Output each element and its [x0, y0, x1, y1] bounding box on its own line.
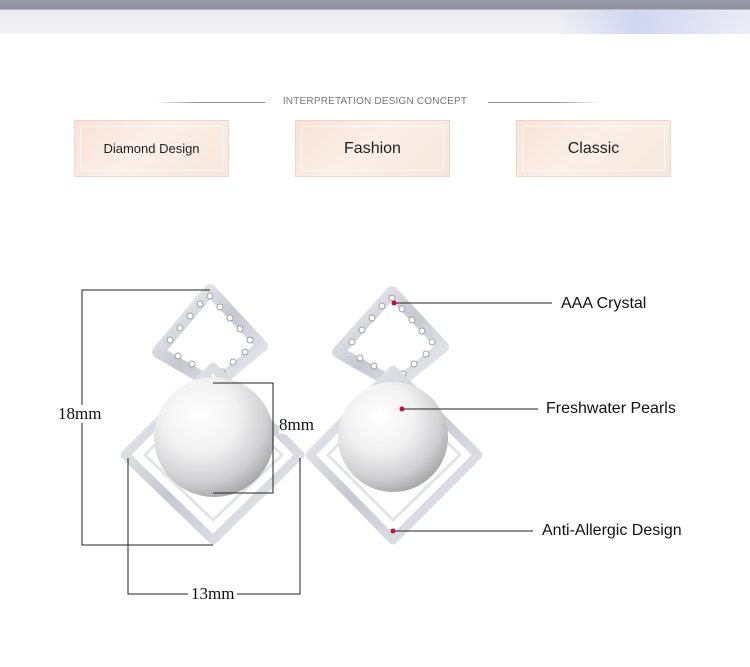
section-heading: INTERPRETATION DESIGN CONCEPT — [0, 92, 750, 112]
left-pearl — [154, 377, 274, 497]
dimension-label-pearl: 8mm — [279, 415, 314, 434]
callout-freshwater-pearls: Freshwater Pearls — [546, 400, 676, 417]
feature-label: Fashion — [344, 139, 401, 157]
dimension-label-height: 18mm — [58, 404, 102, 423]
right-earring — [305, 286, 483, 545]
feature-label: Classic — [567, 139, 620, 157]
right-square-frame — [305, 365, 483, 545]
feature-card-classic: Classic — [516, 120, 671, 177]
heading-rule-left — [155, 102, 265, 103]
dimension-label-width: 13mm — [188, 585, 238, 603]
callout-aaa-crystal: AAA Crystal — [561, 295, 647, 312]
banner-sheen — [560, 10, 750, 34]
feature-card-fashion: Fashion — [295, 120, 450, 177]
callout-dot-pearl — [399, 406, 405, 412]
callout-leaders — [393, 302, 552, 532]
left-earring — [120, 284, 305, 545]
feature-card-diamond-design: Diamond Design — [74, 120, 229, 177]
heading-text: INTERPRETATION DESIGN CONCEPT — [282, 96, 468, 107]
right-pearl — [338, 382, 448, 492]
callout-dot-metal — [390, 528, 396, 534]
callout-dot-crystal — [391, 300, 397, 306]
feature-label: Diamond Design — [103, 141, 200, 156]
callout-dots — [390, 300, 405, 534]
callout-anti-allergic: Anti-Allergic Design — [542, 522, 682, 539]
right-crystal-stones — [348, 294, 436, 378]
left-crystal-stones — [166, 292, 254, 376]
top-banner — [0, 0, 750, 34]
heading-rule-right — [488, 102, 600, 103]
